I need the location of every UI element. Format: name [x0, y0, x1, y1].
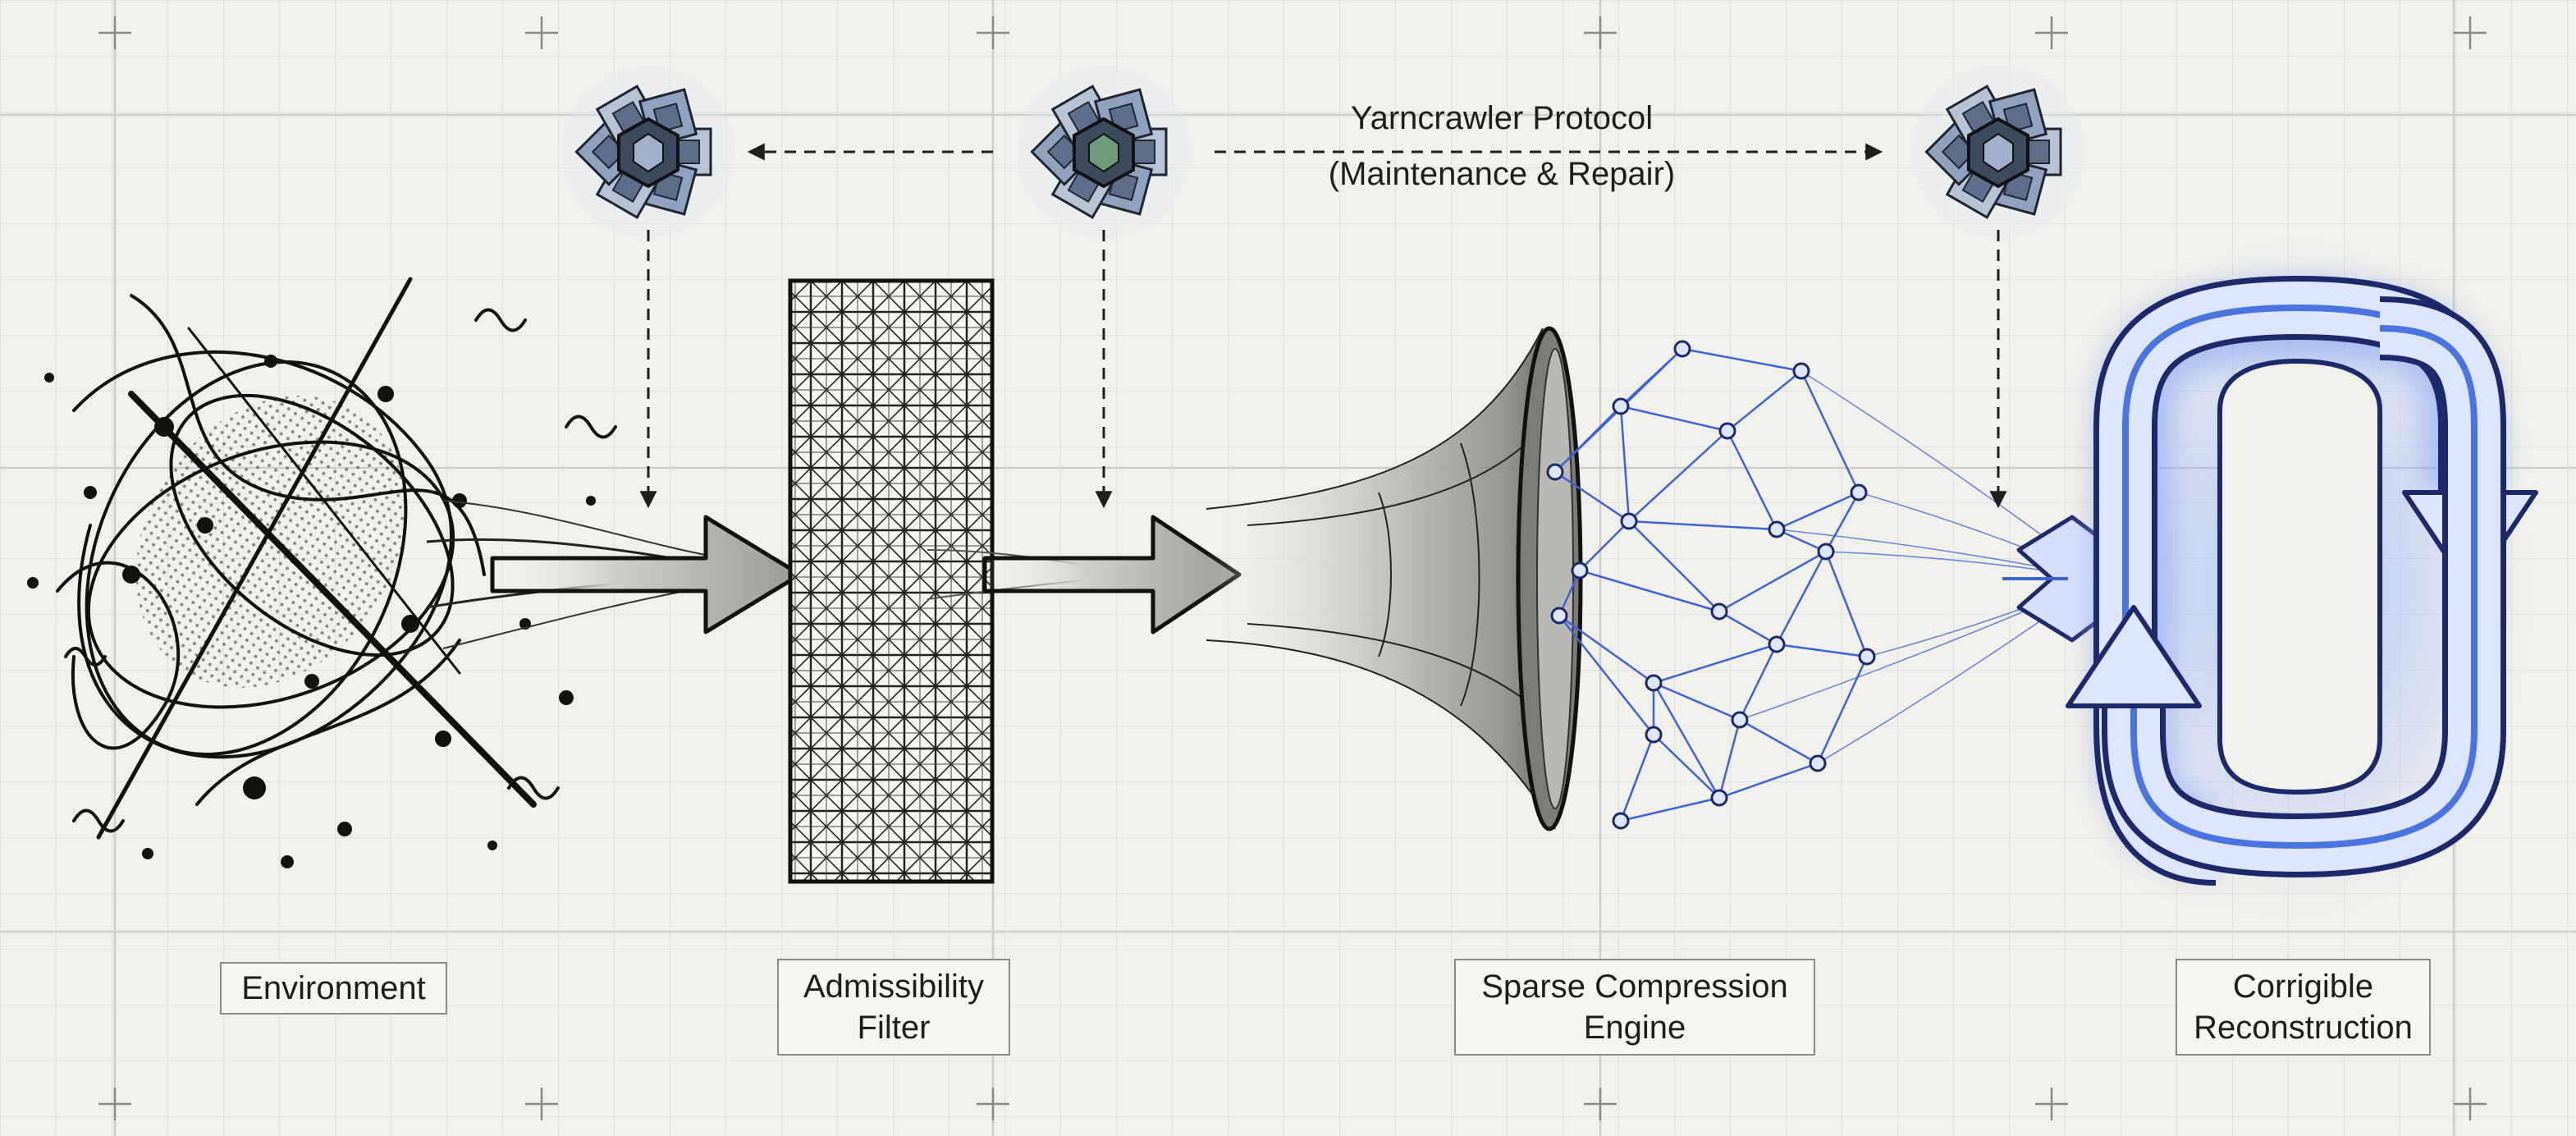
flow-arrow-environment-to-filter	[426, 500, 803, 649]
network-node	[1850, 483, 1868, 502]
stage-label-environment: Environment	[220, 962, 447, 1015]
registration-marks	[98, 16, 2487, 1120]
network-node	[1645, 674, 1663, 692]
network-node	[1817, 543, 1835, 561]
network-node	[1645, 726, 1663, 744]
stage-label-sparse-compression-engine: Sparse Compression Engine	[1454, 959, 1815, 1056]
network-node	[1571, 561, 1589, 579]
crawler-node-right	[1912, 66, 2084, 238]
stage-label-admissibility-filter: Admissibility Filter	[777, 959, 1010, 1056]
network-node	[1731, 711, 1749, 729]
crawler-node-center	[1018, 66, 1190, 238]
crawler-node-left	[562, 66, 734, 238]
network-node	[1612, 397, 1630, 415]
protocol-connectors	[639, 143, 2007, 509]
network-node	[1612, 812, 1630, 830]
network-node	[1809, 754, 1827, 772]
network-node	[1550, 607, 1568, 625]
network-node	[1718, 422, 1736, 440]
network-node	[1858, 648, 1876, 666]
network-node	[1768, 520, 1786, 538]
protocol-subtitle: (Maintenance & Repair)	[1328, 156, 1676, 192]
network-node	[1546, 463, 1564, 481]
cycle-loop-icon	[2060, 234, 2538, 923]
stage-label-corrigible-reconstruction: Corrigible Reconstruction	[2176, 959, 2431, 1056]
noise-cloud-icon	[27, 277, 617, 868]
network-node	[1710, 602, 1728, 621]
protocol-title: Yarncrawler Protocol	[1350, 100, 1654, 136]
network-node	[1673, 340, 1691, 358]
mesh-filter-icon	[788, 278, 995, 884]
network-node	[1620, 512, 1638, 530]
flow-arrow-filter-to-engine	[927, 515, 1242, 634]
network-node	[1768, 635, 1786, 653]
network-node	[1710, 789, 1728, 807]
network-node	[1792, 362, 1810, 380]
node-network-icon	[1546, 340, 2102, 830]
